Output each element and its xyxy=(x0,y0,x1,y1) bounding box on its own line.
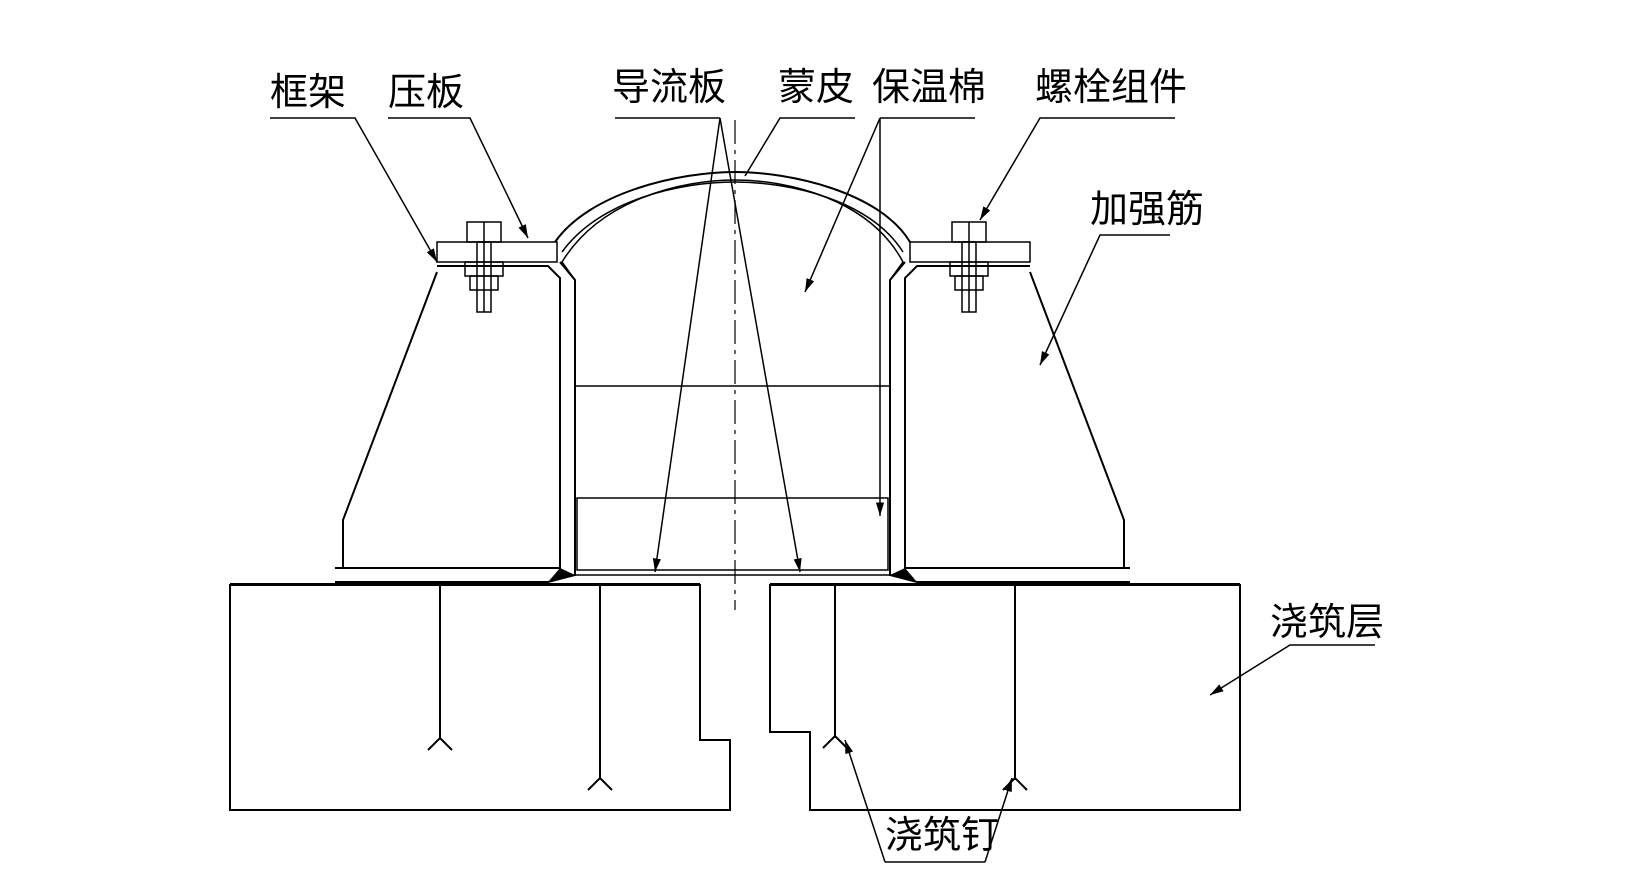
leader-lines xyxy=(270,117,1375,863)
label-insulation: 保温棉 xyxy=(872,65,986,109)
label-stiffener: 加强筋 xyxy=(1090,187,1204,231)
frame xyxy=(335,261,1130,583)
bolt-left xyxy=(464,221,504,313)
skin-outer xyxy=(554,170,911,243)
bolt-right xyxy=(949,221,989,313)
casting-layer-right xyxy=(769,584,1241,811)
skin-inner xyxy=(561,181,904,253)
press-plate-left xyxy=(436,241,558,263)
label-frame: 框架 xyxy=(270,70,346,114)
label-press-plate: 压板 xyxy=(388,70,464,114)
stiffener-left xyxy=(342,271,438,568)
insulation-fill xyxy=(561,179,904,576)
stiffener-right xyxy=(1029,271,1125,568)
label-casting-nail: 浇筑钉 xyxy=(885,813,999,857)
label-casting-layer: 浇筑层 xyxy=(1270,600,1384,644)
label-skin: 蒙皮 xyxy=(778,65,854,109)
honeycomb-layer xyxy=(576,497,889,571)
casting-layer-left xyxy=(229,584,731,811)
casting-nails xyxy=(427,584,1028,791)
press-plate-right xyxy=(909,241,1031,263)
label-bolt-assembly: 螺栓组件 xyxy=(1035,65,1187,109)
label-deflector: 导流板 xyxy=(612,65,726,109)
